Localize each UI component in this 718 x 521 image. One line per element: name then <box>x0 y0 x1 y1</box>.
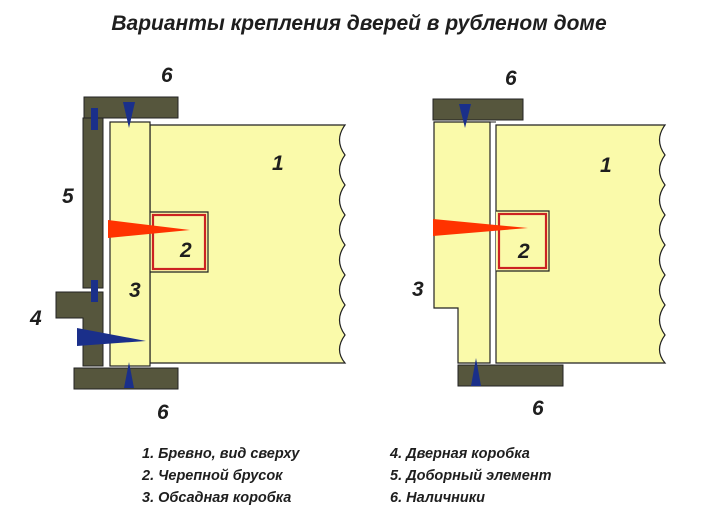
label-3-right: 3 <box>412 278 424 301</box>
door-frame <box>55 291 104 367</box>
log-left <box>149 124 347 364</box>
casing-left <box>109 121 151 367</box>
label-6-bottom-right: 6 <box>532 397 544 420</box>
label-1-right: 1 <box>600 154 612 177</box>
cranial-bar-right <box>497 212 548 270</box>
label-4: 4 <box>29 307 42 330</box>
red-wedge-right <box>433 219 528 236</box>
blue-wedge-top <box>123 102 135 128</box>
right-diagram: 6 1 2 3 6 <box>412 67 667 420</box>
log-right <box>495 124 667 364</box>
blue-wedge-bottom-right <box>471 358 481 386</box>
blue-wedge-top-right <box>459 104 471 128</box>
trim-top-right <box>432 98 524 121</box>
legend-item: 4. Дверная коробка <box>390 446 530 462</box>
legend-item: 5. Доборный элемент <box>390 468 552 484</box>
left-diagram: 6 1 2 5 3 4 6 <box>29 64 347 424</box>
label-3-left: 3 <box>129 279 141 302</box>
legend-item: 1. Бревно, вид сверху <box>142 446 300 462</box>
red-wedge-left <box>108 220 190 238</box>
legend-column-2: 4. Дверная коробка 5. Доборный элемент 6… <box>390 443 552 509</box>
diagram-title: Варианты крепления дверей в рубленом дом… <box>111 12 607 35</box>
legend-item: 2. Черепной брусок <box>142 468 283 484</box>
trim-bottom-right <box>457 364 564 387</box>
label-5: 5 <box>62 185 74 208</box>
blue-wedge-bottom <box>124 362 134 388</box>
legend-column-1: 1. Бревно, вид сверху 2. Черепной брусок… <box>142 443 300 509</box>
legend-item: 3. Обсадная коробка <box>142 490 292 506</box>
legend-item: 6. Наличники <box>390 490 485 506</box>
label-1-left: 1 <box>272 152 284 175</box>
label-6-top-left: 6 <box>161 64 173 87</box>
casing-right <box>433 121 491 364</box>
label-6-bottom-left: 6 <box>157 401 169 424</box>
label-6-top-right: 6 <box>505 67 517 90</box>
label-2-left: 2 <box>179 239 192 262</box>
blue-wedge-side <box>77 328 146 346</box>
extra-element <box>82 117 104 289</box>
cranial-bar-left <box>151 213 207 271</box>
label-2-right: 2 <box>517 240 530 263</box>
